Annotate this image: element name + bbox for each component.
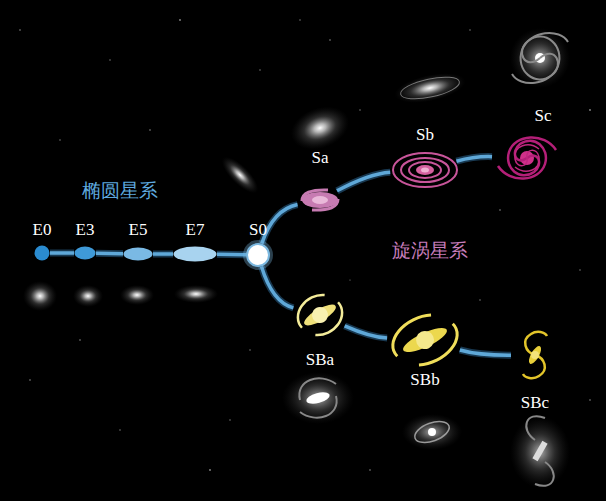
galaxy-shape bbox=[387, 315, 463, 365]
line-glow bbox=[460, 350, 511, 355]
galaxy-type-label: E5 bbox=[129, 220, 148, 240]
elliptical-photos bbox=[23, 152, 263, 311]
galaxy-symbol: E5 bbox=[123, 247, 153, 261]
line-core bbox=[217, 253, 246, 257]
sequence-line bbox=[337, 172, 390, 191]
galaxy-type-label: SBb bbox=[410, 370, 439, 390]
galaxy-symbol: Sb bbox=[390, 150, 460, 190]
galaxy-symbol: S0 bbox=[246, 243, 270, 267]
sequence-line bbox=[345, 326, 387, 338]
galaxy-shape bbox=[34, 245, 50, 261]
line-glow bbox=[262, 205, 298, 244]
galaxy-type-label: SBc bbox=[521, 393, 549, 413]
galaxy-type-label: E0 bbox=[33, 220, 52, 240]
galaxy-type-label: E7 bbox=[186, 220, 205, 240]
line-core bbox=[460, 350, 511, 355]
galaxy-shape bbox=[390, 150, 460, 190]
galaxy-symbol: E0 bbox=[34, 245, 50, 261]
line-glow bbox=[261, 266, 293, 307]
galaxy-symbol: SBa bbox=[292, 292, 348, 338]
line-core bbox=[262, 205, 298, 244]
sequence-line bbox=[50, 253, 74, 254]
galaxy-shape bbox=[123, 247, 153, 261]
galaxy-type-label: Sb bbox=[416, 125, 434, 145]
galaxy-shape bbox=[74, 246, 96, 260]
galaxy-symbol: E7 bbox=[173, 246, 217, 262]
galaxy-type-label: SBa bbox=[306, 350, 334, 370]
line-glow bbox=[456, 157, 492, 162]
line-glow bbox=[96, 250, 123, 258]
galaxy-type-label: Sa bbox=[312, 148, 329, 168]
sequence-line bbox=[456, 157, 492, 162]
line-core bbox=[50, 251, 74, 255]
galaxy-shape bbox=[492, 128, 562, 188]
galaxy-shape bbox=[296, 187, 344, 213]
spiral-group-label: 旋涡星系 bbox=[392, 238, 468, 262]
line-glow bbox=[217, 251, 246, 258]
sequence-line bbox=[262, 205, 298, 244]
galaxy-shape bbox=[173, 246, 217, 262]
line-core bbox=[96, 251, 123, 255]
spiral-photos bbox=[282, 28, 570, 488]
line-core bbox=[345, 326, 387, 338]
sequence-line bbox=[153, 254, 173, 255]
line-core bbox=[456, 157, 492, 162]
galaxy-type-label: E3 bbox=[76, 220, 95, 240]
sequence-line bbox=[261, 266, 293, 307]
galaxy-type-label: S0 bbox=[249, 220, 267, 240]
galaxy-symbol: SBb bbox=[387, 315, 463, 365]
galaxy-shape bbox=[246, 243, 270, 267]
sequence-line bbox=[460, 350, 511, 355]
star-field bbox=[19, 19, 591, 471]
sequence-line bbox=[217, 254, 246, 255]
line-core bbox=[337, 172, 390, 191]
line-glow bbox=[153, 251, 173, 258]
galaxy-symbol: SBc bbox=[511, 330, 559, 380]
line-glow bbox=[50, 250, 74, 257]
elliptical-group-label: 椭圆星系 bbox=[82, 178, 158, 202]
line-glow bbox=[345, 326, 387, 338]
galaxy-type-label: Sc bbox=[535, 106, 552, 126]
galaxy-symbol: Sc bbox=[492, 128, 562, 188]
line-core bbox=[153, 252, 173, 256]
galaxy-symbol: Sa bbox=[296, 187, 344, 213]
galaxy-symbol: E3 bbox=[74, 246, 96, 260]
galaxy-shape bbox=[292, 292, 348, 338]
sequence-line bbox=[96, 253, 123, 255]
line-glow bbox=[337, 172, 390, 191]
galaxy-shape bbox=[511, 330, 559, 380]
line-core bbox=[261, 266, 293, 307]
